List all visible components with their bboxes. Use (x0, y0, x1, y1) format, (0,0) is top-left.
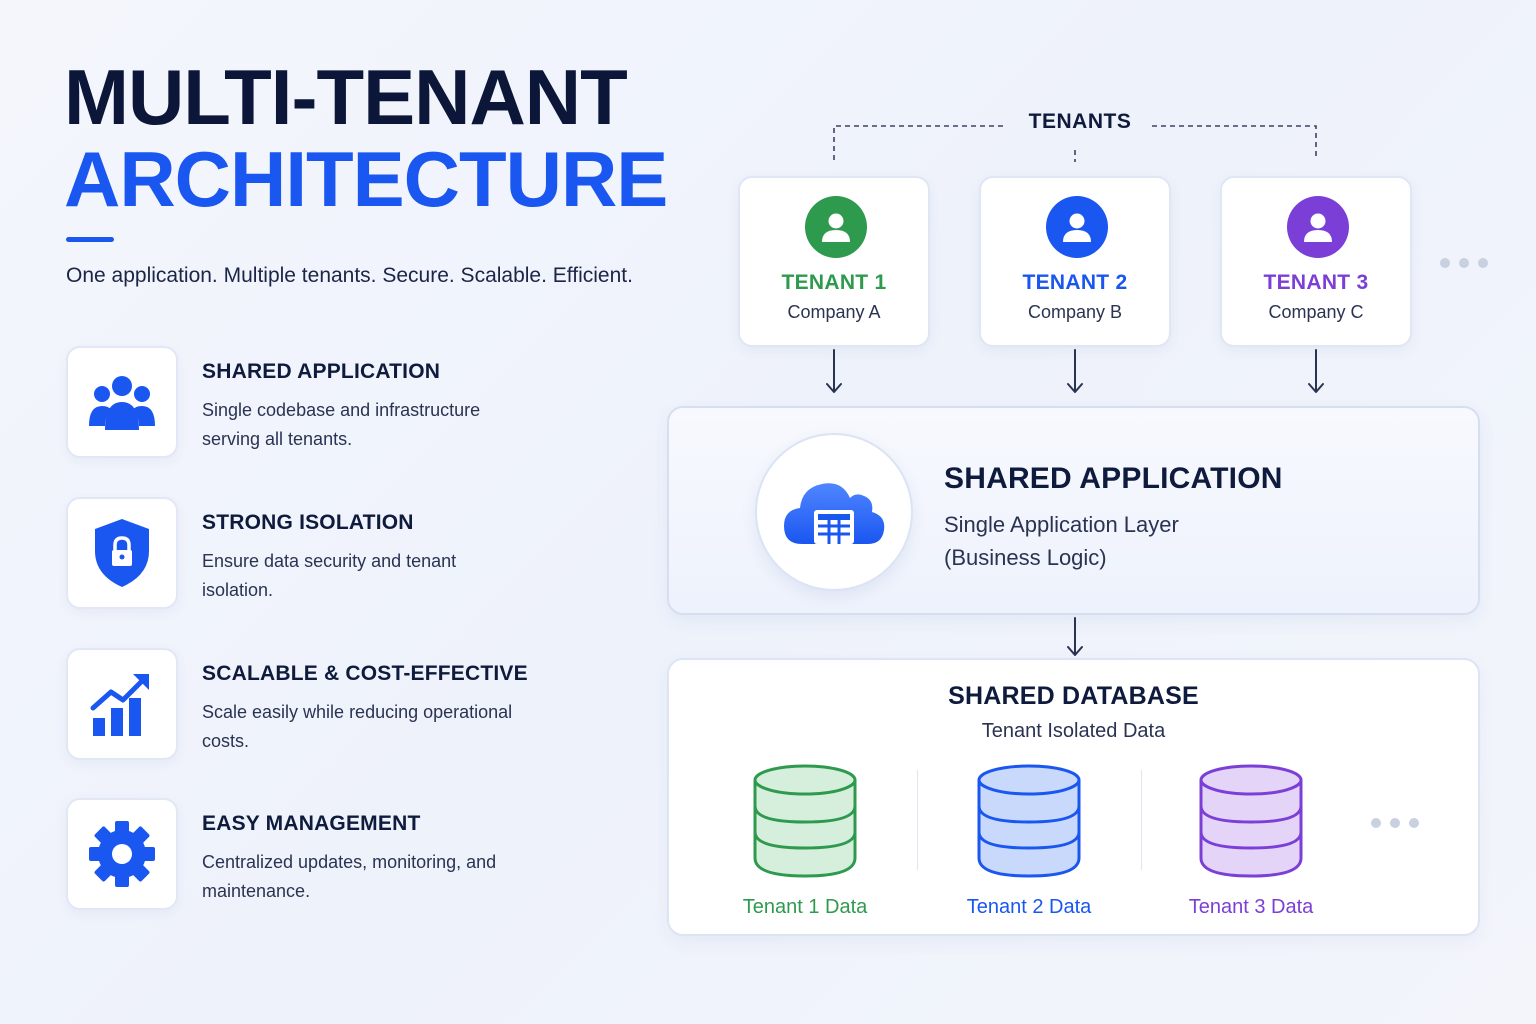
page-title-line2: ARCHITECTURE (64, 135, 668, 223)
tenant-name: TENANT 2 (1022, 271, 1128, 294)
tenants-bracket-right (1152, 125, 1317, 160)
feature-icon-box (66, 648, 178, 760)
tenant-3-data-store: Tenant 3 Data (1161, 760, 1341, 918)
feature-shared-application: SHARED APPLICATION Single codebase and i… (66, 346, 586, 458)
feature-title: STRONG ISOLATION (202, 511, 414, 534)
feature-strong-isolation: STRONG ISOLATION Ensure data security an… (66, 497, 586, 609)
feature-icon-box (66, 497, 178, 609)
page-subtitle: One application. Multiple tenants. Secur… (66, 264, 633, 287)
arrow-tenant3-to-app (1308, 349, 1324, 393)
shared-database-box: SHARED DATABASE Tenant Isolated Data Ten… (667, 658, 1480, 936)
tenant-name: TENANT 1 (781, 271, 887, 294)
arrow-tenant2-to-app (1067, 349, 1083, 393)
feature-title: SHARED APPLICATION (202, 360, 441, 383)
app-title: SHARED APPLICATION (944, 462, 1283, 495)
data-store-label: Tenant 2 Data (966, 896, 1092, 918)
database-cylinder-icon (977, 764, 1081, 878)
feature-description: Scale easily while reducing operational … (202, 702, 513, 751)
users-icon (89, 376, 155, 430)
title-underline (66, 237, 114, 242)
tenant-name: TENANT 3 (1263, 271, 1369, 294)
cloud-app-icon (755, 433, 913, 591)
feature-scalable: SCALABLE & COST-EFFECTIVE Scale easily w… (66, 648, 586, 760)
database-cylinder-icon (753, 764, 857, 878)
tenant-card-1: TENANT 1 Company A (738, 176, 930, 347)
divider (917, 770, 918, 870)
app-description: Single Application Layer (Business Logic… (944, 512, 1179, 570)
database-subtitle: Tenant Isolated Data (981, 720, 1166, 742)
tenant-card-3: TENANT 3 Company C (1220, 176, 1412, 347)
tenant-1-data-store: Tenant 1 Data (715, 760, 895, 918)
arrow-tenant1-to-app (826, 349, 842, 393)
tenants-bracket-left (833, 125, 1004, 160)
user-avatar-icon (1287, 196, 1349, 258)
feature-description: Centralized updates, monitoring, and mai… (202, 852, 497, 901)
database-title: SHARED DATABASE (948, 682, 1199, 710)
feature-description: Single codebase and infrastructure servi… (202, 400, 481, 449)
gear-icon (89, 821, 155, 887)
divider (1141, 770, 1142, 870)
tenant-company: Company B (1027, 302, 1123, 322)
feature-easy-management: EASY MANAGEMENT Centralized updates, mon… (66, 798, 586, 910)
tenants-label: TENANTS (1028, 110, 1132, 133)
tenant-card-2: TENANT 2 Company B (979, 176, 1171, 347)
data-store-label: Tenant 1 Data (742, 896, 868, 918)
tenant-company: Company A (787, 302, 881, 322)
database-cylinder-icon (1199, 764, 1303, 878)
shared-application-box: SHARED APPLICATION Single Application La… (667, 406, 1480, 615)
user-avatar-icon (1046, 196, 1108, 258)
feature-description: Ensure data security and tenant isolatio… (202, 551, 457, 600)
more-tenants-ellipsis-icon (1440, 258, 1488, 268)
shield-lock-icon (95, 519, 149, 587)
data-store-label: Tenant 3 Data (1188, 896, 1314, 918)
more-data-stores-ellipsis-icon (1371, 818, 1419, 828)
tenant-company: Company C (1268, 302, 1364, 322)
tenant-2-data-store: Tenant 2 Data (939, 760, 1119, 918)
growth-chart-icon (90, 674, 149, 736)
page-title-line1: MULTI-TENANT (64, 53, 628, 141)
arrow-app-to-database (1067, 617, 1083, 656)
feature-title: SCALABLE & COST-EFFECTIVE (202, 662, 528, 685)
user-avatar-icon (805, 196, 867, 258)
feature-icon-box (66, 798, 178, 910)
feature-title: EASY MANAGEMENT (202, 812, 421, 835)
feature-icon-box (66, 346, 178, 458)
